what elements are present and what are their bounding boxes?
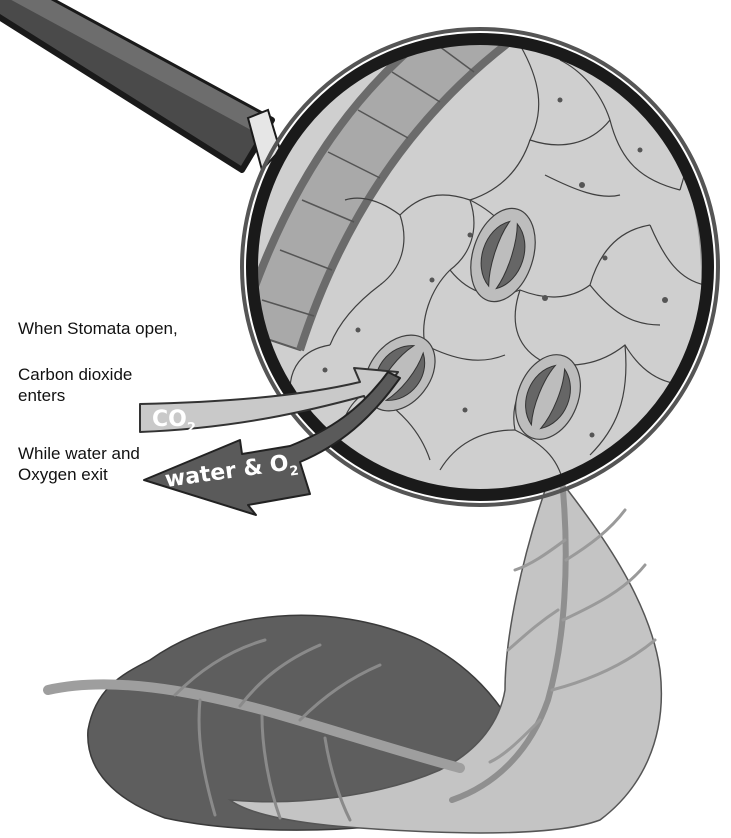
caption-co2-line1: Carbon dioxide: [18, 364, 132, 385]
caption-exit-line2: Oxygen exit: [18, 464, 140, 485]
caption-stomata-open-text: When Stomata open,: [18, 319, 178, 338]
caption-water-oxygen-exit: While water and Oxygen exit: [18, 443, 140, 485]
caption-co2-line2: enters: [18, 385, 132, 406]
leaf: [48, 470, 661, 833]
caption-co2-enters: Carbon dioxide enters: [18, 364, 132, 406]
caption-stomata-open: When Stomata open,: [18, 318, 178, 339]
caption-exit-line1: While water and: [18, 443, 140, 464]
magnifier-handle: [0, 0, 280, 170]
